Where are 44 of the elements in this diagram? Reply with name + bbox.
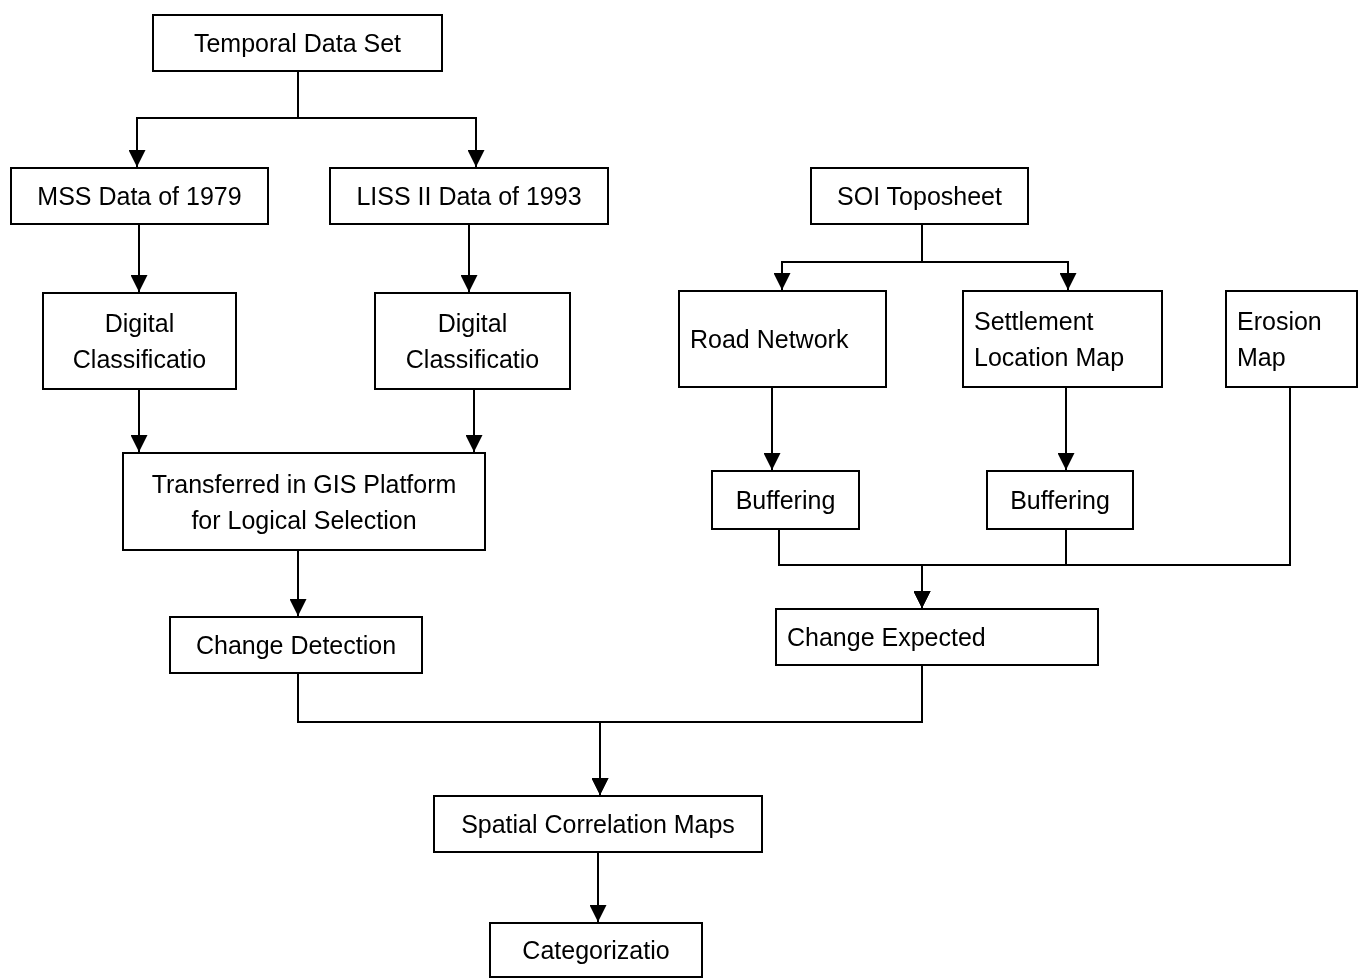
box-label: Categorizatio — [522, 935, 670, 966]
process-box — [711, 470, 860, 530]
box-label: Settlement Location Map — [974, 306, 1126, 373]
arrow — [913, 387, 1291, 609]
arrow — [460, 224, 478, 293]
arrow — [591, 665, 923, 796]
box-label: Change Detection — [195, 630, 397, 661]
process-box — [810, 167, 1029, 225]
process-box — [374, 292, 571, 390]
box-label: Spatial Correlation Maps — [461, 809, 735, 840]
box-label: Erosion Map — [1237, 306, 1323, 373]
box-label: Digital Classificatio — [404, 308, 541, 375]
box-label: Road Network — [690, 324, 849, 355]
process-box — [678, 290, 887, 388]
arrow — [763, 387, 781, 471]
arrow — [589, 852, 607, 923]
arrow — [1057, 387, 1075, 471]
process-box — [329, 167, 609, 225]
box-label: Change Expected — [787, 622, 986, 653]
process-box — [433, 795, 763, 853]
box-label: Transferred in GIS Platform for Logical Selection — [150, 468, 458, 536]
arrow — [289, 550, 307, 617]
arrow — [130, 224, 148, 293]
process-box — [986, 470, 1134, 530]
process-box — [152, 14, 443, 72]
process-box — [169, 616, 423, 674]
arrow — [130, 389, 148, 453]
process-box — [775, 608, 1099, 666]
box-label: MSS Data of 1979 — [37, 181, 242, 212]
box-label: Buffering — [1010, 485, 1110, 516]
process-box — [10, 167, 269, 225]
process-box — [962, 290, 1163, 388]
process-box — [1225, 290, 1358, 388]
box-label: SOI Toposheet — [837, 181, 1002, 212]
box-label: LISS II Data of 1993 — [356, 181, 582, 212]
process-box — [489, 922, 703, 978]
box-label: Buffering — [735, 485, 836, 516]
process-box — [42, 292, 237, 390]
arrow — [465, 389, 483, 453]
arrow — [297, 71, 485, 168]
box-label: Temporal Data Set — [193, 28, 401, 59]
box-label: Digital Classificatio — [71, 308, 208, 375]
arrow — [921, 224, 1077, 291]
process-box — [122, 452, 486, 551]
